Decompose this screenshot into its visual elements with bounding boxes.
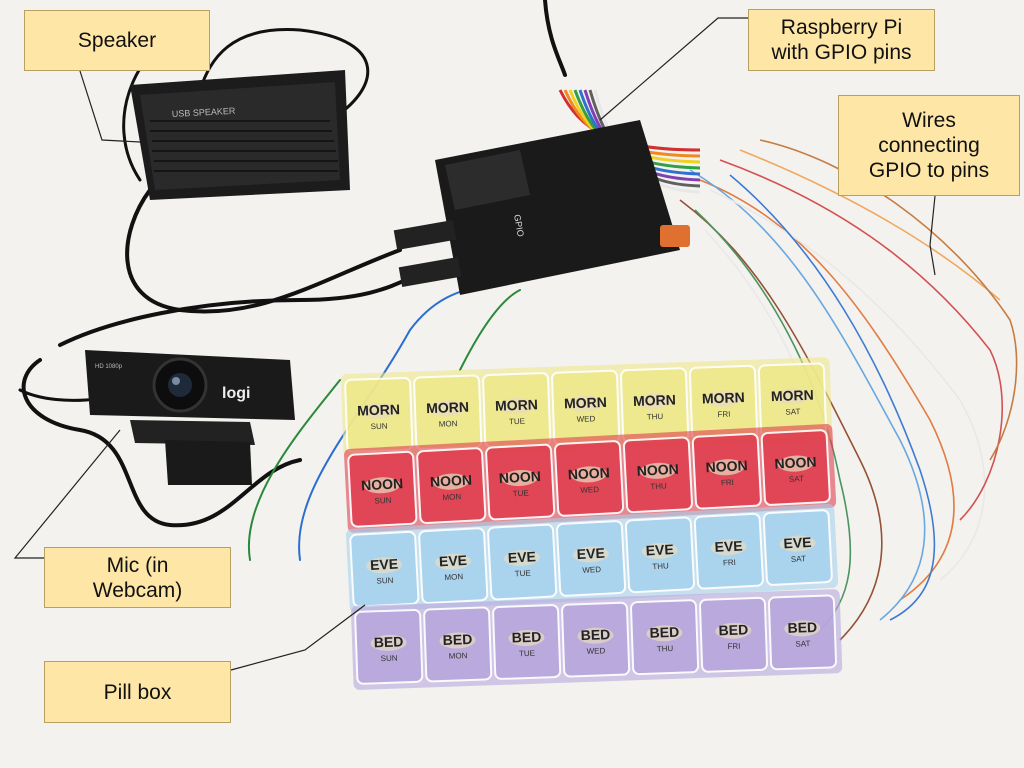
- compartment-day-label: FRI: [721, 478, 734, 488]
- compartment-time-label: EVE: [714, 537, 743, 554]
- pill-compartment[interactable]: MORN SAT: [757, 362, 828, 439]
- compartment-day-label: MON: [444, 572, 463, 582]
- compartment-day-label: SAT: [795, 639, 810, 649]
- compartment-time-label: BED: [442, 631, 472, 648]
- webcam: logi HD 1080p: [85, 350, 295, 485]
- compartment-time-label: BED: [374, 633, 404, 650]
- compartment-time-label: NOON: [636, 461, 679, 479]
- compartment-day-label: WED: [587, 646, 606, 656]
- compartment-time-label: MORN: [564, 394, 607, 411]
- compartment-day-label: THU: [650, 481, 667, 491]
- compartment-time-label: EVE: [370, 556, 399, 573]
- compartment-day-label: SAT: [785, 407, 800, 417]
- wires-label: Wires connecting GPIO to pins: [838, 95, 1020, 196]
- compartment-time-label: EVE: [507, 548, 536, 565]
- compartment-time-label: MORN: [357, 401, 400, 418]
- compartment-day-label: SUN: [381, 654, 398, 664]
- compartment-day-label: FRI: [727, 642, 740, 651]
- pill-compartment[interactable]: EVE SAT: [762, 509, 833, 586]
- raspberry-pi-label: Raspberry Pi with GPIO pins: [748, 9, 935, 71]
- pill-compartment[interactable]: NOON SAT: [760, 429, 831, 506]
- pill-box-label: Pill box: [44, 661, 231, 723]
- pill-compartment[interactable]: BED WED: [561, 601, 631, 678]
- compartment-time-label: MORN: [633, 391, 676, 408]
- compartment-day-label: THU: [652, 561, 669, 571]
- compartment-time-label: EVE: [645, 541, 674, 558]
- compartment-time-label: EVE: [576, 545, 605, 562]
- speaker-label: Speaker: [24, 10, 210, 71]
- pill-compartment[interactable]: MORN THU: [620, 367, 690, 444]
- compartment-day-label: WED: [582, 565, 601, 575]
- compartment-day-label: SAT: [791, 554, 807, 564]
- gpio-wires: [679, 139, 1018, 641]
- compartment-day-label: THU: [647, 412, 664, 422]
- compartment-time-label: EVE: [783, 534, 812, 551]
- speaker-brand-text: USB SPEAKER: [172, 106, 236, 119]
- compartment-day-label: MON: [439, 419, 458, 429]
- raspberry-pi: GPIO: [393, 120, 690, 295]
- pill-compartment[interactable]: EVE SUN: [349, 530, 420, 608]
- pill-compartment[interactable]: BED TUE: [492, 604, 562, 680]
- compartment-time-label: NOON: [705, 457, 748, 475]
- compartment-time-label: NOON: [430, 472, 473, 490]
- pill-compartment[interactable]: BED MON: [423, 606, 493, 683]
- pill-compartment[interactable]: MORN SUN: [344, 376, 414, 453]
- compartment-time-label: MORN: [702, 389, 745, 406]
- compartment-time-label: MORN: [771, 387, 814, 404]
- pill-compartment[interactable]: EVE MON: [418, 527, 489, 604]
- compartment-time-label: EVE: [439, 552, 468, 569]
- pill-compartment[interactable]: NOON FRI: [691, 432, 762, 510]
- compartment-day-label: SUN: [371, 422, 388, 432]
- webcam-model-text: HD 1080p: [95, 364, 123, 370]
- pill-compartment[interactable]: MORN TUE: [482, 372, 552, 448]
- pill-compartment[interactable]: BED SAT: [767, 594, 838, 671]
- mic-label: Mic (in Webcam): [44, 547, 231, 608]
- pill-compartment[interactable]: BED SUN: [354, 608, 424, 685]
- compartment-day-label: TUE: [513, 489, 529, 499]
- compartment-time-label: NOON: [361, 475, 404, 493]
- usb-speaker: USB SPEAKER: [130, 70, 350, 200]
- compartment-time-label: BED: [511, 629, 541, 646]
- compartment-day-label: TUE: [519, 649, 535, 659]
- compartment-day-label: MON: [449, 651, 468, 661]
- compartment-time-label: BED: [580, 626, 610, 643]
- pill-compartment[interactable]: EVE TUE: [487, 523, 558, 601]
- compartment-day-label: TUE: [509, 417, 525, 427]
- leader-lines: [13, 17, 936, 671]
- pill-compartment[interactable]: EVE WED: [556, 520, 627, 597]
- pi-gpio-text: GPIO: [512, 214, 526, 238]
- pill-compartment[interactable]: NOON TUE: [485, 443, 556, 521]
- compartment-time-label: MORN: [495, 396, 538, 413]
- pill-compartment[interactable]: EVE THU: [624, 516, 695, 594]
- pill-compartment[interactable]: MORN WED: [551, 369, 621, 446]
- compartment-day-label: THU: [657, 644, 674, 654]
- compartment-day-label: MON: [442, 492, 461, 502]
- compartment-day-label: FRI: [723, 558, 736, 568]
- compartment-day-label: TUE: [515, 569, 531, 579]
- webcam-brand-text: logi: [222, 385, 250, 402]
- compartment-time-label: BED: [718, 621, 748, 638]
- compartment-time-label: BED: [649, 624, 679, 641]
- compartment-time-label: NOON: [774, 454, 817, 472]
- compartment-time-label: NOON: [567, 464, 610, 482]
- pill-compartment[interactable]: BED FRI: [698, 596, 769, 673]
- pill-compartment[interactable]: NOON MON: [416, 447, 487, 524]
- compartment-day-label: SAT: [789, 474, 805, 484]
- pill-compartment[interactable]: NOON WED: [554, 440, 625, 517]
- compartment-day-label: SUN: [376, 576, 394, 586]
- pill-compartment[interactable]: NOON SUN: [347, 450, 418, 528]
- compartment-day-label: WED: [577, 414, 596, 424]
- pill-compartment[interactable]: NOON THU: [622, 436, 693, 514]
- compartment-time-label: MORN: [426, 399, 469, 416]
- compartment-day-label: WED: [580, 485, 599, 495]
- compartment-day-label: SUN: [374, 496, 392, 506]
- pill-compartment[interactable]: MORN MON: [413, 374, 483, 451]
- pill-compartment[interactable]: BED THU: [630, 599, 700, 676]
- compartment-time-label: BED: [787, 619, 817, 636]
- pill-compartment[interactable]: EVE FRI: [693, 512, 764, 590]
- pill-box: MORN SUN MORN MON MORN TUE MORN WED MORN THU MORN F…: [340, 357, 843, 690]
- compartment-day-label: FRI: [717, 410, 730, 419]
- compartment-time-label: NOON: [498, 468, 541, 486]
